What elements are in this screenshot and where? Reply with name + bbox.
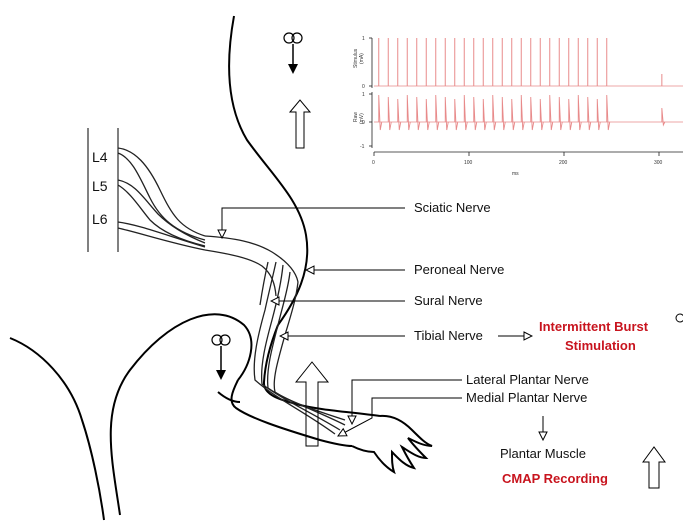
medial-plantar-label: Medial Plantar Nerve: [466, 390, 587, 405]
raw-tick-1: 1: [362, 92, 365, 98]
body-outline-back: [229, 16, 307, 325]
recording-arrow-label: [643, 447, 665, 488]
raw-spike: [407, 95, 410, 130]
stimulator-icon-ankle: [212, 335, 230, 378]
medial-plantar-arrow: [338, 398, 462, 436]
body-outline-tail: [218, 392, 240, 402]
stim-tick-0: 0: [362, 84, 365, 90]
vertebra-label-l6: L6: [92, 211, 108, 227]
raw-late-spike: [662, 108, 665, 125]
raw-spike: [417, 97, 420, 130]
x-tick-100: 100: [464, 160, 473, 166]
limb-outline-lower: [232, 380, 352, 446]
foot-outline: [352, 416, 432, 472]
raw-spike: [436, 95, 439, 130]
raw-spike: [578, 95, 581, 130]
raw-spike: [597, 99, 600, 130]
raw-spike: [531, 97, 534, 130]
lateral-plantar-arrow: [352, 380, 462, 424]
raw-spike: [550, 95, 553, 130]
lateral-plantar-label: Lateral Plantar Nerve: [466, 372, 589, 387]
x-axis-label: ms: [512, 171, 519, 177]
stimulus-trace: [374, 38, 683, 86]
raw-spike: [493, 95, 496, 130]
raw-spike: [521, 95, 524, 130]
plantar-muscle-label: Plantar Muscle: [500, 446, 586, 461]
trace-panel: 1 0 Stimulus (mA) 1 0 -1 Raw (mV) 0 100 …: [353, 36, 683, 177]
vertebra-label-l5: L5: [92, 178, 108, 194]
body-outline-left: [10, 338, 104, 520]
raw-spike: [569, 99, 572, 130]
raw-spike: [588, 97, 591, 130]
stimulation-label-line1: Intermittent Burst: [539, 319, 649, 334]
raw-spike: [474, 97, 477, 130]
tibial-nerve-label: Tibial Nerve: [414, 328, 483, 343]
raw-spike: [464, 95, 467, 130]
vertebra-label-l4: L4: [92, 149, 108, 165]
sciatic-nerve-label: Sciatic Nerve: [414, 200, 491, 215]
recording-arrow-legend: [290, 100, 310, 148]
raw-trace: [374, 95, 683, 130]
x-tick-0: 0: [372, 160, 375, 166]
sciatic-nerve-trunk: [205, 236, 298, 296]
raw-spike: [512, 99, 515, 130]
raw-spike: [607, 95, 610, 130]
stim-axis-label-2: (mA): [359, 53, 365, 64]
sural-nerve-label: Sural Nerve: [414, 293, 483, 308]
limb-outline-upper: [264, 325, 380, 416]
raw-spike: [483, 99, 486, 130]
stimulation-label-line2: Stimulation: [565, 338, 636, 353]
raw-axis-label-2: (mV): [359, 113, 365, 124]
sciatic-arrow: [222, 208, 405, 238]
peroneal-nerve-label: Peroneal Nerve: [414, 262, 504, 277]
raw-spike: [398, 99, 401, 130]
stimulator-icon-legend: [284, 33, 302, 72]
raw-spike: [540, 99, 543, 130]
recording-label: CMAP Recording: [502, 471, 608, 486]
raw-spike: [502, 97, 505, 130]
raw-spike: [455, 99, 458, 130]
raw-spike: [426, 99, 429, 130]
raw-spike: [559, 97, 562, 130]
raw-tick-neg1: -1: [360, 144, 365, 150]
x-tick-200: 200: [559, 160, 568, 166]
body-outline-belly: [111, 314, 252, 515]
stim-tick-1: 1: [362, 36, 365, 42]
stimulator-icon-edge: [676, 314, 683, 322]
raw-spike: [445, 97, 448, 130]
raw-spike: [388, 97, 391, 130]
nerve-roots: [118, 148, 205, 250]
raw-spike: [379, 95, 382, 130]
x-tick-300: 300: [654, 160, 663, 166]
